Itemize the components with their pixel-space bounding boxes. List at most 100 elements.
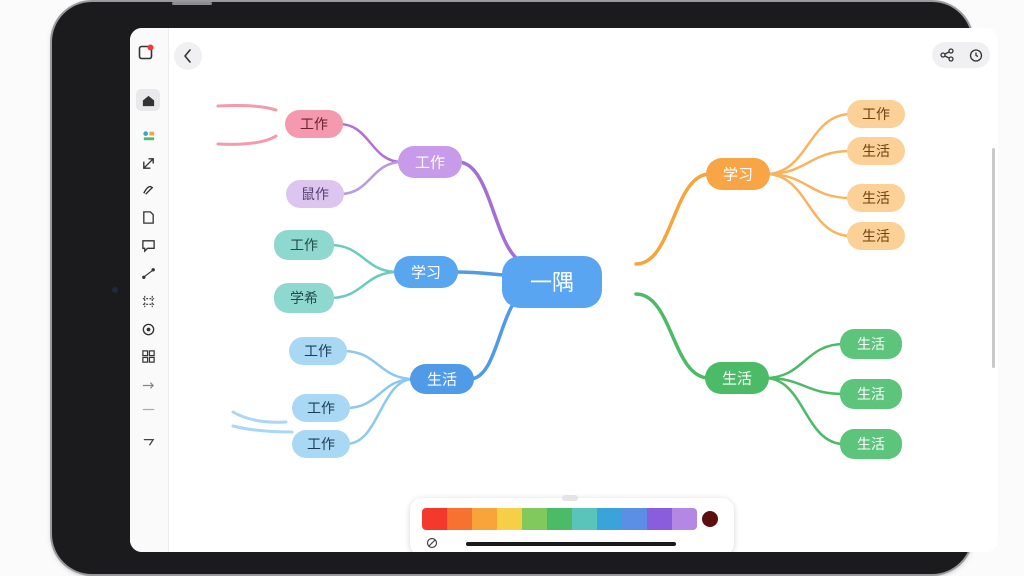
grid-tool[interactable] bbox=[136, 345, 160, 367]
top-right-actions bbox=[932, 42, 990, 68]
child-node[interactable]: 生活 bbox=[840, 429, 902, 459]
branch-node-bg bbox=[398, 146, 462, 178]
branch-node[interactable]: 工作 bbox=[398, 146, 462, 178]
child-node[interactable]: 工作 bbox=[292, 394, 350, 422]
child-node-bg bbox=[847, 137, 905, 165]
style-icon bbox=[142, 323, 154, 335]
child-node-bg bbox=[840, 429, 902, 459]
timer-icon[interactable] bbox=[969, 48, 983, 62]
child-node[interactable]: 工作 bbox=[289, 337, 347, 365]
child-connector bbox=[344, 377, 416, 446]
child-node[interactable]: 工作 bbox=[274, 230, 334, 260]
child-node[interactable]: 工作 bbox=[292, 430, 350, 458]
offscreen-line bbox=[216, 104, 278, 112]
line-tool[interactable] bbox=[136, 398, 160, 420]
style-tool[interactable] bbox=[136, 318, 160, 340]
app-icon[interactable] bbox=[138, 44, 154, 60]
child-node[interactable]: 学希 bbox=[274, 283, 334, 313]
child-node-bg bbox=[274, 283, 334, 313]
child-node[interactable]: 鼠作 bbox=[286, 180, 344, 208]
branch-node[interactable]: 学习 bbox=[706, 158, 770, 190]
front-camera bbox=[112, 287, 118, 293]
branch-node-bg bbox=[705, 362, 769, 394]
child-connector bbox=[328, 243, 400, 274]
branch-node[interactable]: 生活 bbox=[705, 362, 769, 394]
child-node-bg bbox=[292, 430, 350, 458]
child-connector bbox=[344, 377, 416, 410]
color-palette bbox=[410, 495, 734, 552]
central-topic[interactable]: 一隅 bbox=[502, 256, 602, 308]
comment-icon bbox=[141, 239, 155, 253]
back-button[interactable] bbox=[174, 42, 202, 70]
child-node-bg bbox=[840, 329, 902, 359]
child-node-bg bbox=[847, 184, 905, 212]
child-node-label: 生活 bbox=[857, 387, 885, 403]
layout-tool[interactable] bbox=[136, 290, 160, 312]
color-swatch[interactable] bbox=[447, 508, 472, 530]
color-swatch[interactable] bbox=[422, 508, 447, 530]
child-node-label: 工作 bbox=[304, 344, 332, 360]
arrow-tool[interactable] bbox=[136, 374, 160, 396]
grid-icon bbox=[141, 349, 155, 363]
branch-connector bbox=[634, 172, 712, 266]
selected-color[interactable] bbox=[702, 511, 718, 527]
connector-icon bbox=[141, 267, 155, 279]
child-node[interactable]: 生活 bbox=[847, 222, 905, 250]
collapse-tool[interactable] bbox=[136, 430, 160, 452]
branch-node[interactable]: 学习 bbox=[394, 256, 458, 288]
child-node-bg bbox=[289, 337, 347, 365]
collapse-icon bbox=[143, 438, 154, 446]
child-node-label: 工作 bbox=[300, 117, 328, 133]
arrow-expand-icon bbox=[142, 157, 154, 169]
child-connector bbox=[764, 172, 853, 238]
color-swatch[interactable] bbox=[647, 508, 672, 530]
chevron-left-icon bbox=[184, 49, 191, 63]
fill-icon[interactable] bbox=[426, 537, 438, 549]
child-connector bbox=[764, 112, 853, 176]
child-node[interactable]: 工作 bbox=[285, 110, 343, 138]
branch-node-label: 学习 bbox=[411, 263, 441, 281]
color-swatch[interactable] bbox=[497, 508, 522, 530]
child-node[interactable]: 生活 bbox=[840, 379, 902, 409]
branch-node[interactable]: 生活 bbox=[410, 364, 474, 394]
arrow-icon bbox=[142, 381, 154, 389]
branch-node-label: 生活 bbox=[722, 369, 752, 387]
color-swatch[interactable] bbox=[672, 508, 697, 530]
child-node[interactable]: 工作 bbox=[847, 100, 905, 128]
shapes-tool[interactable] bbox=[136, 124, 160, 146]
document-tool[interactable] bbox=[136, 206, 160, 228]
child-node-bg bbox=[847, 222, 905, 250]
power-button bbox=[172, 2, 212, 5]
child-node[interactable]: 生活 bbox=[840, 329, 902, 359]
child-node-bg bbox=[286, 180, 344, 208]
color-swatch[interactable] bbox=[622, 508, 647, 530]
branch-node-bg bbox=[394, 256, 458, 288]
palette-grip[interactable] bbox=[562, 495, 578, 501]
color-swatch[interactable] bbox=[547, 508, 572, 530]
offscreen-line bbox=[216, 134, 278, 146]
vertical-scrollbar[interactable] bbox=[992, 148, 995, 368]
child-node-bg bbox=[285, 110, 343, 138]
color-swatch[interactable] bbox=[472, 508, 497, 530]
color-swatch[interactable] bbox=[522, 508, 547, 530]
offscreen-line bbox=[231, 424, 294, 434]
home-tool[interactable] bbox=[136, 89, 160, 111]
child-node-label: 生活 bbox=[857, 437, 885, 453]
color-swatch[interactable] bbox=[597, 508, 622, 530]
child-connector bbox=[764, 172, 853, 200]
child-node-bg bbox=[292, 394, 350, 422]
child-connector bbox=[328, 270, 400, 300]
child-connector bbox=[764, 149, 853, 176]
child-node[interactable]: 生活 bbox=[847, 184, 905, 212]
comment-tool[interactable] bbox=[136, 234, 160, 256]
arrow-expand-tool[interactable] bbox=[136, 152, 160, 174]
pen-tool[interactable] bbox=[136, 178, 160, 200]
child-node-label: 学希 bbox=[290, 291, 318, 307]
branch-node-label: 工作 bbox=[415, 153, 445, 171]
shapes-icon bbox=[142, 130, 154, 140]
color-swatch[interactable] bbox=[572, 508, 597, 530]
share-icon[interactable] bbox=[939, 48, 954, 62]
child-node[interactable]: 生活 bbox=[847, 137, 905, 165]
connector-tool[interactable] bbox=[136, 262, 160, 284]
